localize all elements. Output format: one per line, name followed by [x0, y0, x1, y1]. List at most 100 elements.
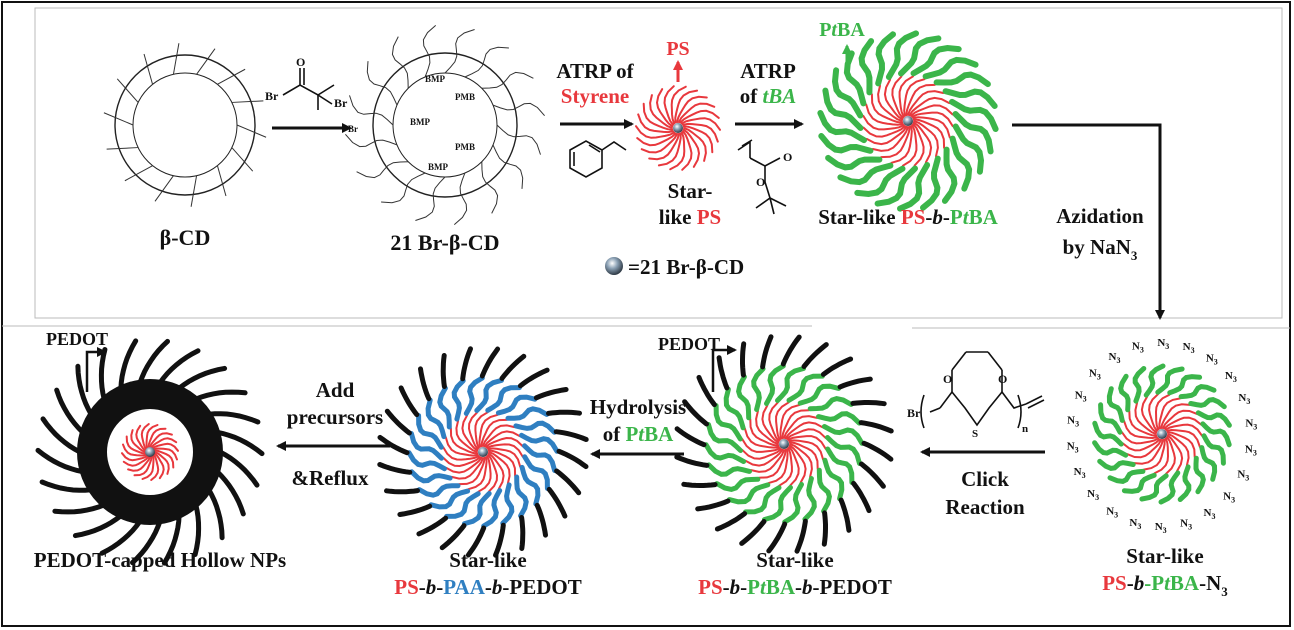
pedot-arm [40, 416, 83, 455]
reagent-o: O [296, 55, 305, 69]
ptba-arm [1107, 468, 1146, 484]
ptba-arm [825, 446, 855, 485]
ptba-arm [822, 457, 845, 502]
paa-arm [408, 431, 444, 461]
ptba-arm [1118, 373, 1131, 413]
ptba-arm [1167, 374, 1203, 396]
beta-cd-structure [103, 43, 267, 207]
ps-arm [913, 120, 939, 158]
ptba-arm [825, 435, 862, 466]
ps-arm [1134, 401, 1157, 435]
azide-label: N3 [1155, 521, 1167, 535]
ps-arm [1133, 438, 1164, 465]
arrow-elbow-azidation [1012, 123, 1165, 320]
pedot-arm [716, 355, 730, 391]
ps-arm [663, 85, 675, 126]
azide-label: N3 [1089, 368, 1101, 382]
star-pedot1-line2: PS-b-PtBA-b-PEDOT [698, 575, 892, 599]
br-spoke [381, 172, 426, 204]
ps-arm [477, 455, 492, 493]
ptba-arm [1092, 420, 1124, 447]
ps-arm [122, 443, 147, 457]
ps-arm [141, 455, 155, 480]
azide-label: N3 [1157, 337, 1169, 351]
ptba-arm [762, 485, 793, 522]
edot-n: n [1022, 423, 1028, 435]
paa-arm [522, 443, 558, 473]
ps-arm [870, 93, 904, 124]
ps-arm [783, 415, 818, 439]
pedot-pointer-right [711, 345, 737, 392]
br-spoke [481, 71, 534, 89]
star-pedot1-line1: Star-like [756, 548, 833, 572]
ps-arm [781, 409, 810, 440]
paa-arm [495, 394, 538, 416]
pedot-arm [460, 346, 473, 382]
br-beta-cd-structure [345, 25, 545, 225]
ps-arm [642, 102, 674, 131]
pedot-arm [850, 400, 887, 407]
ptba-arm [1193, 455, 1206, 495]
ps-arm [135, 424, 147, 452]
ps-arm [125, 435, 147, 455]
tba-monomer-structure [737, 139, 787, 215]
pedot-arm [858, 420, 894, 434]
azide-label: N3 [1238, 392, 1250, 406]
pedot-arm [517, 367, 550, 389]
br-spoke [481, 161, 499, 214]
ptba-arm [821, 424, 865, 446]
pedot-arm [130, 518, 163, 566]
ps-arm [140, 423, 150, 451]
ps-arm [442, 456, 481, 468]
br-beta-cd-label: 21 Br-β-CD [390, 230, 499, 255]
pedot-arm [214, 469, 246, 517]
hydrolysis-line1: Hydrolysis [590, 395, 686, 419]
pedot-arm [838, 497, 852, 533]
ps-arm [445, 456, 483, 474]
azidation-line2: by NaN3 [1063, 235, 1138, 263]
ptba-arm [898, 35, 942, 77]
pedot-arm [674, 426, 707, 448]
ps-arm [1166, 434, 1184, 473]
ptba-arm [802, 476, 817, 522]
cd-spoke [190, 175, 198, 207]
pedot-arm [440, 353, 447, 389]
click-line1: Click [961, 467, 1009, 491]
br-spoke [444, 29, 475, 74]
atrp-styrene-line2: Styrene [561, 84, 629, 108]
br-spoke [492, 144, 524, 189]
paa-arm [462, 491, 492, 527]
pmb-tag-2: PMB [455, 142, 475, 152]
ps-arm [750, 449, 785, 473]
ptba-arm [775, 366, 806, 403]
core-legend-sphere [605, 257, 623, 275]
ptba-arm [1200, 421, 1232, 448]
atrp-tba-line2: of tBA [740, 84, 797, 108]
pedot-arm [384, 408, 412, 436]
ps-arm [681, 130, 693, 171]
ps-arm [450, 457, 484, 480]
core-legend-label: =21 Br-β-CD [628, 255, 744, 279]
ps-arm [637, 113, 674, 134]
ps-arm [649, 94, 673, 129]
ps-arm [487, 449, 517, 477]
ps-arm [458, 456, 486, 486]
ptba-arm [797, 383, 842, 406]
ptba-arm [816, 411, 862, 426]
br-side-label: Br [348, 124, 358, 134]
pedot-arm [739, 519, 767, 546]
hydrolysis-line2: of PtBA [603, 422, 674, 446]
azide-label: N3 [1067, 415, 1079, 429]
star-ps [635, 85, 721, 171]
pedot-arm [519, 515, 526, 551]
ps-arm [483, 430, 521, 448]
ps-arm [133, 455, 153, 477]
br-spoke [366, 61, 398, 106]
ps-arm [488, 451, 511, 485]
ptba-arm [1143, 363, 1166, 398]
ps-arm [1128, 409, 1158, 437]
pedot-arm [39, 479, 94, 493]
azide-label: N3 [1245, 443, 1257, 457]
ps-arm [467, 411, 479, 450]
azide-label: N3 [1132, 340, 1144, 354]
